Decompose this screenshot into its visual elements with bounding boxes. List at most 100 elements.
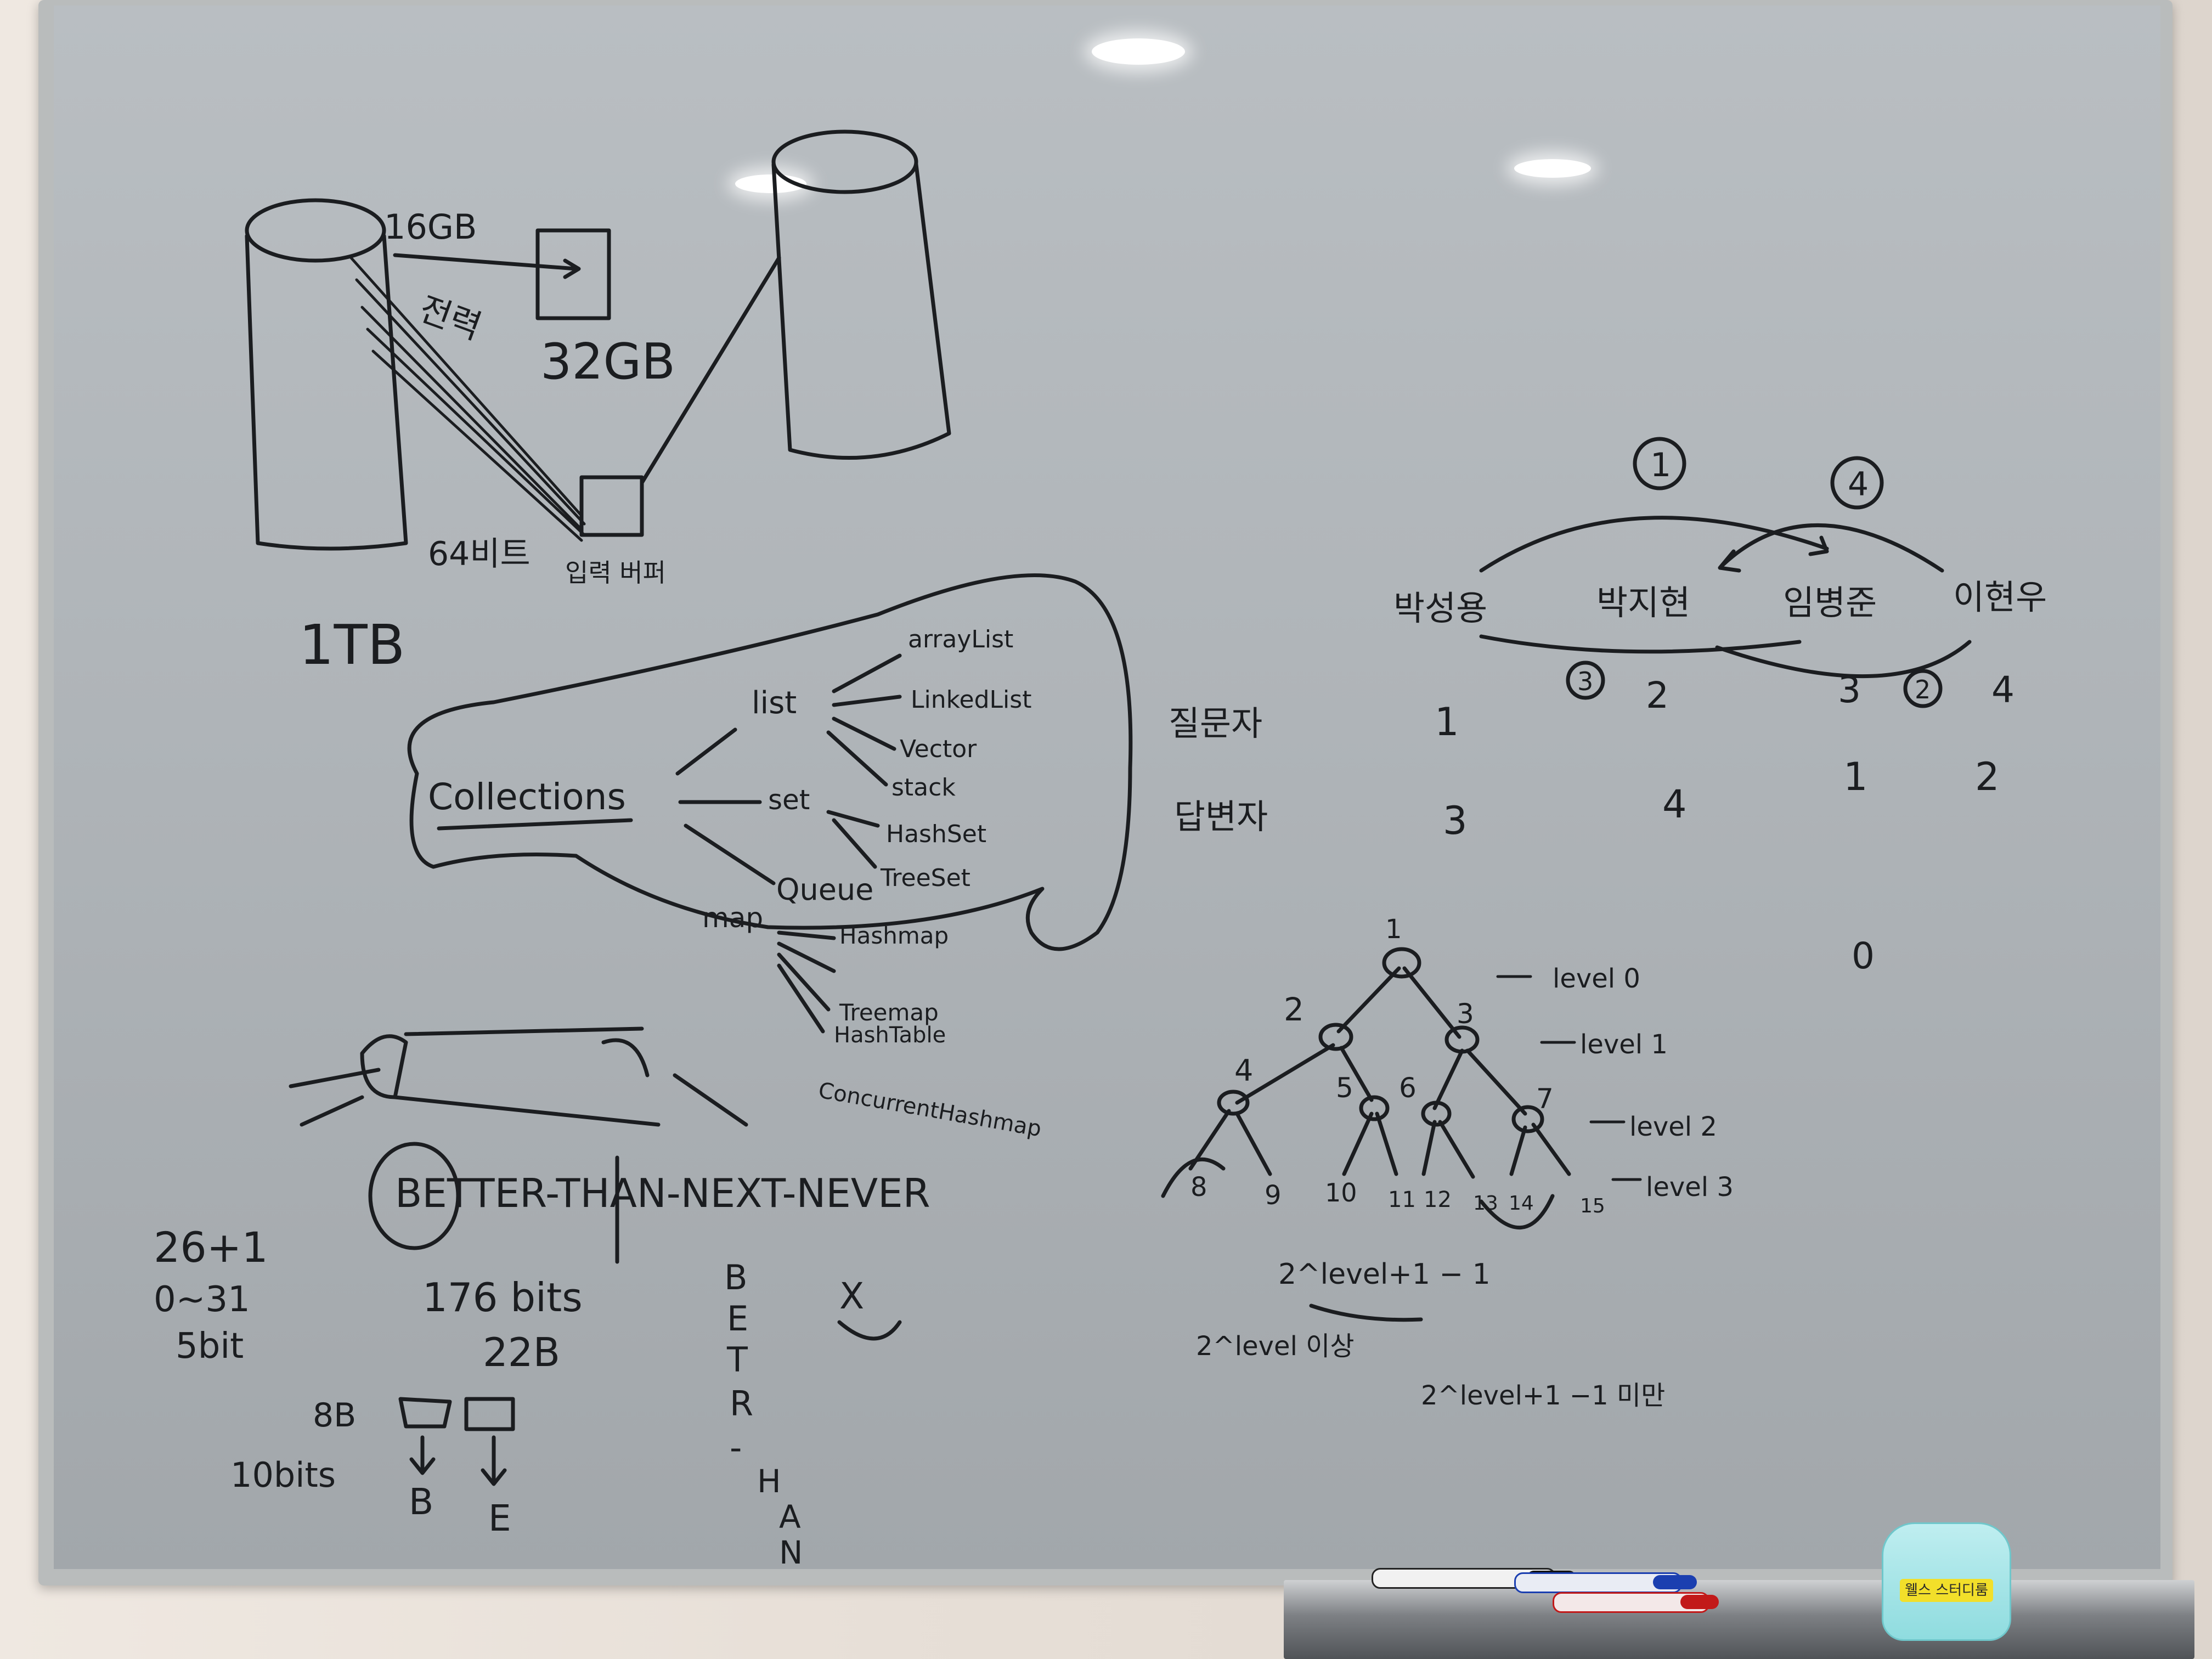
vertical-letter: R (730, 1384, 753, 1424)
list-arrows (826, 653, 902, 787)
tree-node-label: 4 (1234, 1053, 1253, 1088)
level-label: level 1 (1580, 1029, 1668, 1060)
collections-root-label: Collections (428, 776, 626, 818)
name-1: 박성용 (1393, 588, 1487, 628)
list-item-vector: Vector (900, 735, 977, 763)
tree-node (1444, 1025, 1480, 1054)
label-16gb: 16GB (384, 207, 477, 247)
formula-top: 2^level+1 − 1 (1278, 1258, 1491, 1291)
storage-cylinder-top (771, 129, 918, 194)
tree-node-label: 2 (1284, 991, 1304, 1028)
label-1tb: 1TB (299, 613, 405, 677)
list-item-arraylist: arrayList (908, 625, 1013, 653)
map-item-hashmap: Hashmap (839, 922, 949, 949)
top-row-value: 2 (1646, 674, 1669, 716)
data-lines (349, 256, 586, 542)
phrase-better-than-next-never: BETTER-THAN-NEXT-NEVER (395, 1170, 930, 1216)
marker-cap (1680, 1595, 1719, 1609)
circle-number (1566, 661, 1605, 700)
mini-vacuum-eraser[interactable]: 웰스 스터디룸 (1882, 1522, 2011, 1641)
tree-node (1511, 1105, 1544, 1133)
label-32gb: 32GB (540, 333, 675, 391)
check-curve (837, 1320, 902, 1341)
vertical-letter: H (757, 1463, 781, 1500)
row-label-questioner: 질문자 (1169, 703, 1262, 743)
tree-node-label: 1 (1385, 914, 1402, 945)
marker-cap (1653, 1575, 1697, 1589)
name-2: 박지현 (1596, 583, 1690, 623)
arrow-queue (684, 823, 776, 885)
formula-upper-bound: 2^level+1 −1 미만 (1421, 1380, 1665, 1411)
decoded-b: B (409, 1481, 433, 1523)
answerer-value: 4 (1662, 782, 1687, 827)
tree-node-label: 5 (1336, 1072, 1353, 1104)
tree-node-label: 12 (1424, 1187, 1452, 1212)
name-3: 임병준 (1783, 583, 1877, 623)
map-item-concurrenthashmap: ConcurrentHashmap (816, 1078, 1043, 1142)
circle-first-letter (368, 1142, 460, 1250)
eraser-label: 웰스 스터디룸 (1900, 1579, 1993, 1602)
tree-scribbles (1161, 1157, 1555, 1230)
tree-node (1421, 1101, 1452, 1127)
collections-outline (407, 573, 1133, 951)
binary-tree: 1 2 3 4 5 6 7 8 9 10 11 12 13 14 15 leve… (1161, 914, 1734, 1411)
tree-node-label: 3 (1457, 998, 1474, 1030)
circle-number (1830, 456, 1884, 510)
questioner-value: 2 (1975, 754, 2000, 799)
side-arrows (289, 1068, 381, 1127)
tree-node-label: 10 (1325, 1178, 1357, 1207)
name-4: 이현우 (1953, 577, 2047, 617)
label-5bit: 5bit (176, 1326, 244, 1367)
level-label: level 3 (1646, 1172, 1734, 1203)
vertical-letter: - (730, 1427, 742, 1468)
vertical-letter: A (779, 1498, 801, 1536)
red-marker[interactable] (1553, 1592, 1719, 1613)
order-arrows (1479, 516, 1972, 679)
circled-number-1: 1 (1650, 446, 1671, 484)
circle-number (1633, 437, 1686, 490)
top-row-value: 4 (1991, 669, 2015, 711)
questioner-value: 1 (1843, 754, 1868, 799)
input-buffer-box (579, 475, 644, 537)
vertical-letter: E (727, 1299, 748, 1339)
storage-sketch: 16GB 전력 32GB 64비트 입력 버퍼 1TB (245, 129, 951, 677)
set-arrows (826, 810, 880, 869)
capsule-sketch (360, 1026, 748, 1127)
vertical-letter: B (724, 1257, 748, 1297)
answerer-value: 3 (1443, 798, 1468, 843)
formula-lower-bound: 2^level 이상 (1196, 1331, 1354, 1362)
arrow-list (675, 727, 737, 776)
arrow-to-memory (393, 253, 581, 279)
map-item-hashtable: HashTable (834, 1023, 946, 1048)
top-row-value: 3 (1838, 669, 1861, 711)
label-count: 26+1 (154, 1223, 268, 1272)
map-label: map (702, 902, 763, 934)
list-label: list (752, 685, 797, 721)
memory-box (535, 228, 611, 320)
label-176bits: 176 bits (422, 1274, 583, 1321)
circle-number (1903, 669, 1943, 708)
formula-underline (1309, 1304, 1423, 1322)
circled-number-4: 4 (1848, 465, 1869, 504)
presentation-order: 1 4 3 2 박성용 박지현 임병준 이현우 2 3 4 질문자 답변자 1 … (1169, 437, 2047, 977)
blue-marker[interactable] (1514, 1572, 1697, 1593)
tree-node (1318, 1023, 1353, 1051)
level-dashes (1496, 975, 1642, 1181)
set-item-hashset: HashSet (886, 820, 986, 848)
collections-underline (437, 818, 633, 831)
questioner-value: 1 (1435, 699, 1459, 744)
circled-number-3: 3 (1577, 667, 1593, 696)
map-arrows (777, 930, 836, 1034)
queue-label: Queue (776, 872, 873, 907)
label-8b: 8B (313, 1396, 356, 1435)
label-range: 0~31 (154, 1279, 250, 1320)
row-label-answerer: 답변자 (1174, 797, 1268, 837)
collections-sketch: Collections list arrayList LinkedList Ve… (407, 573, 1133, 1142)
storage-cylinder-body (771, 162, 951, 460)
label-10bits: 10bits (230, 1455, 336, 1495)
tree-node-label: 7 (1536, 1083, 1554, 1115)
tree-node (1359, 1095, 1390, 1121)
list-item-linkedlist: LinkedList (911, 686, 1031, 714)
tree-node-label: 13 (1473, 1192, 1498, 1215)
tree-node (1382, 947, 1421, 979)
